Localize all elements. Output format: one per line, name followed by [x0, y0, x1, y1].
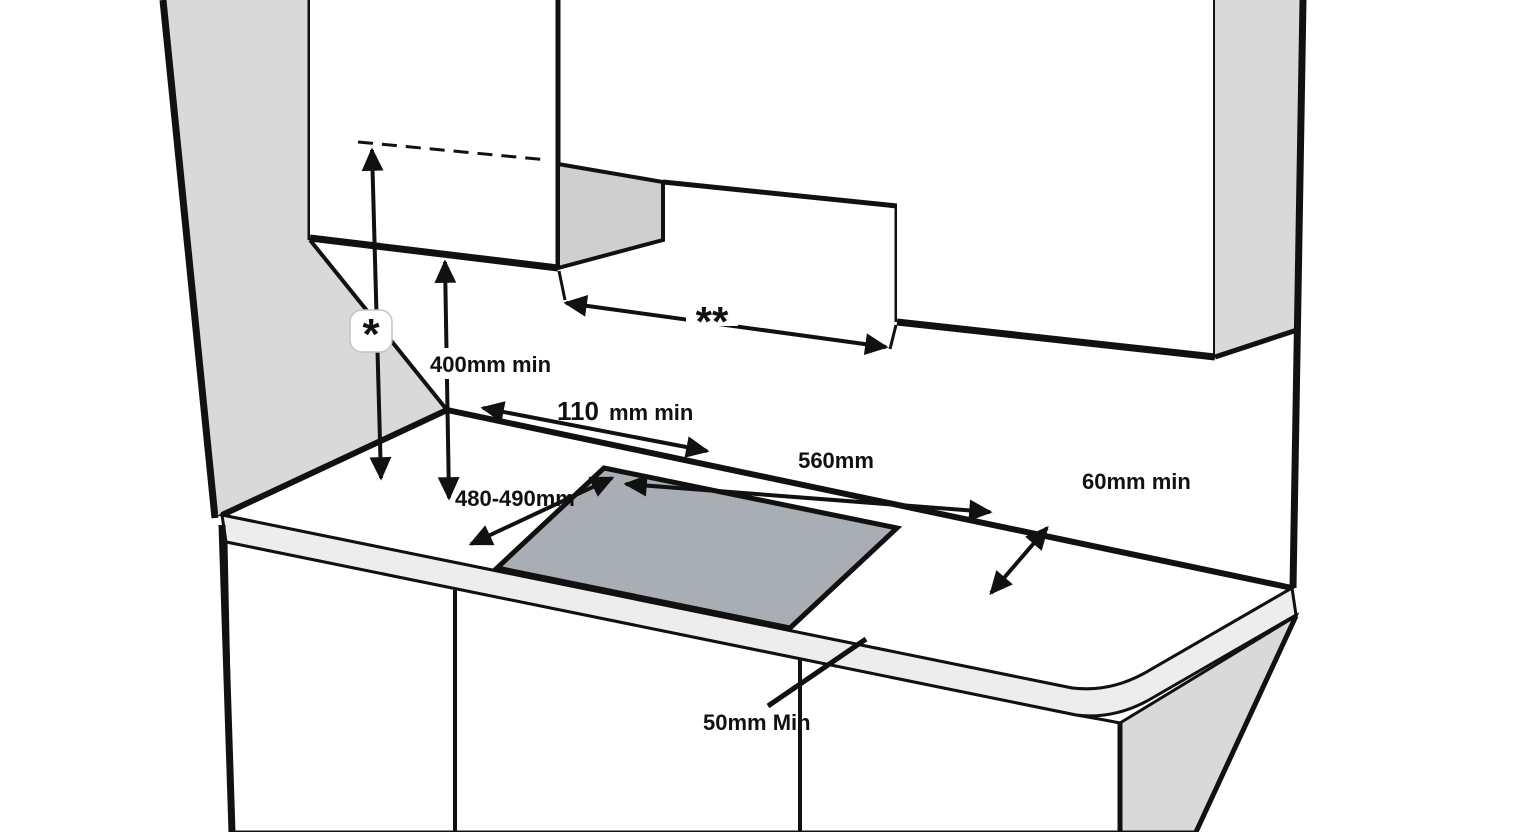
label-400mm-bg	[424, 348, 548, 379]
upper-cabinet-right-face	[897, 0, 1215, 357]
label-110-suffix: mm min	[609, 400, 693, 425]
label-560mm: 560mm	[798, 448, 874, 473]
double-asterisk-bg	[686, 298, 738, 326]
dashed-reference-line	[357, 140, 549, 162]
label-110-value: 110	[557, 396, 599, 426]
leader-line-50mm	[766, 636, 868, 709]
asterisk-label: *	[362, 310, 380, 359]
label-480-490mm: 480-490mm	[455, 486, 575, 511]
dimension-arrow-480-490mm	[468, 476, 615, 546]
recess-side-face	[556, 161, 665, 271]
right-side-panel-face	[1215, 0, 1303, 357]
double-asterisk-label: **	[696, 298, 729, 345]
base-cabinet	[218, 524, 1300, 832]
upper-cabinet-left-face	[310, 0, 558, 268]
label-400mm-min: 400mm min	[430, 352, 551, 377]
upper-cabinet-left	[309, 0, 561, 272]
label-60mm-min: 60mm min	[1082, 469, 1191, 494]
left-silhouette-edge	[159, 0, 219, 519]
upper-cabinet-left-bottom-edge	[309, 234, 559, 272]
recess-top-edge	[662, 179, 898, 209]
dimension-arrow-560mm	[623, 474, 993, 522]
label-110mm-min: 110 mm min	[557, 396, 693, 426]
asterisk-badge	[349, 309, 393, 353]
upper-cabinet-right	[896, 0, 1217, 361]
extension-line-hood-left	[557, 270, 567, 301]
base-side-back-edge	[1193, 614, 1299, 832]
worktop-left-edge	[220, 407, 449, 518]
upper-cabinet-right-bottom-edge	[896, 318, 1216, 361]
right-side-panel-bottom-edge	[1214, 327, 1298, 360]
dimension-arrow-110mm	[480, 401, 710, 458]
right-silhouette-edge	[1289, 0, 1307, 589]
dimension-labels: * 400mm min ** 110 mm min 560mm 480-490mm…	[349, 298, 1191, 735]
dimension-arrow-400mm	[434, 259, 460, 501]
right-side-panel	[1214, 0, 1307, 589]
dimension-arrow-60mm	[989, 526, 1049, 595]
base-left-edge	[218, 524, 236, 832]
extension-line-hood-right	[888, 324, 898, 350]
label-50mm-min: 50mm Min	[703, 710, 811, 735]
